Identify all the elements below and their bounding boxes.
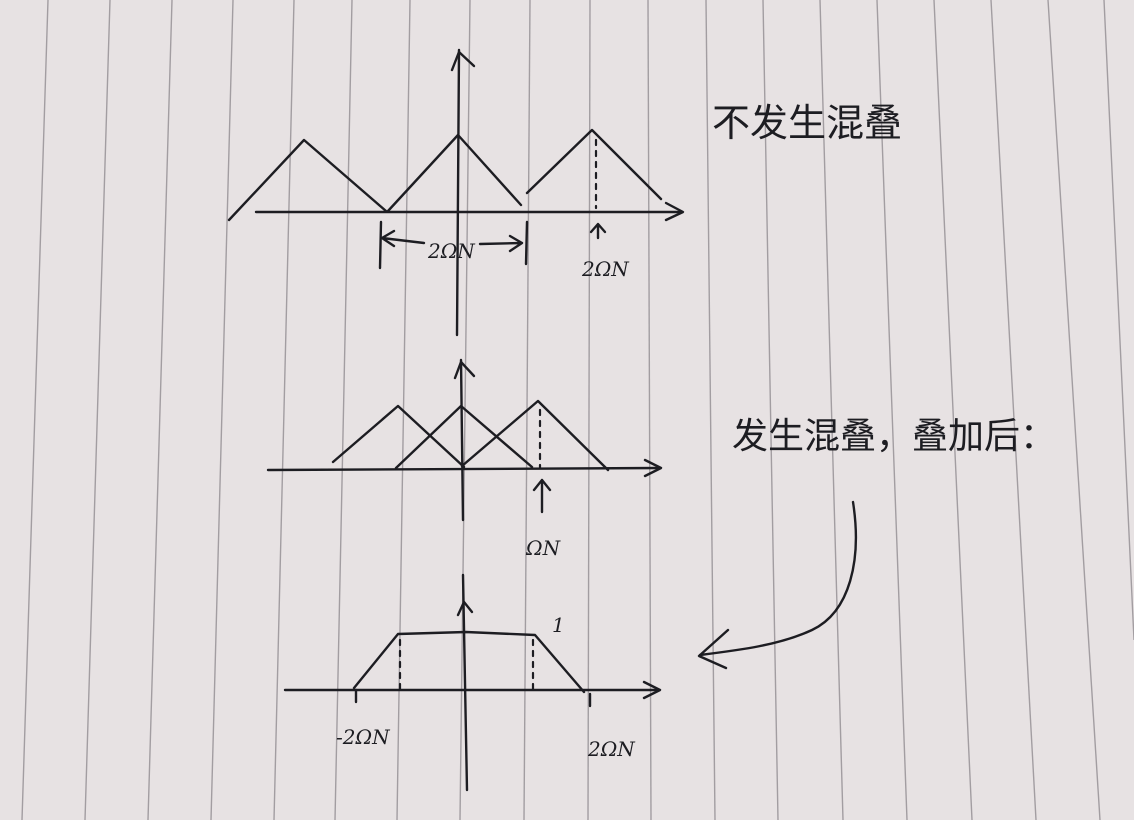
main-y-axis (450, 48, 476, 792)
x-axis-arrow (643, 458, 663, 478)
y-axis-middle (459, 358, 465, 522)
diagram-no-aliasing: 2ΩN 2ΩN (227, 128, 685, 281)
rule-line (587, 0, 591, 820)
rule-line (933, 0, 973, 820)
curved-arrow-head (697, 628, 730, 670)
rule-line (876, 0, 908, 820)
spectrum-copy-center (386, 133, 523, 213)
x-axis-arrow (642, 680, 662, 700)
rule-line (147, 0, 173, 820)
right-edge-label: 2ΩN (587, 737, 636, 761)
x-axis (266, 466, 662, 472)
note-aliasing-after-sum: 发生混叠，叠加后： (732, 416, 1056, 457)
width-label: 2ΩN (427, 239, 476, 263)
y-axis-arrow-top (450, 50, 476, 72)
marker-label: 2ΩN (581, 257, 630, 281)
width-arrow-left (380, 229, 426, 248)
y-axis-arrow-bottom (456, 600, 474, 617)
rule-line (990, 0, 1037, 820)
x-axis-arrow (664, 201, 685, 222)
rule-line (647, 0, 652, 820)
rule-line (1103, 0, 1134, 641)
diagram-summed: 1 -2ΩN 2ΩN (283, 613, 662, 761)
rule-line (84, 0, 111, 820)
trapezoid-spectrum (352, 630, 586, 694)
tick-left (378, 220, 383, 270)
spectrum-copy-right (525, 128, 663, 201)
rule-line (1047, 0, 1101, 820)
peak-label: 1 (552, 613, 565, 637)
tick-right (524, 220, 529, 266)
marker-label: ΩN (525, 536, 562, 560)
diagram-aliasing: ΩN (266, 399, 663, 560)
rule-line (21, 0, 49, 820)
curved-arrow (698, 500, 858, 657)
spectrum-copy-left (227, 138, 388, 222)
rule-line (210, 0, 234, 820)
marker-arrow (589, 222, 607, 240)
marker-arrow (532, 478, 552, 514)
y-axis-arrow-middle (453, 360, 476, 380)
y-axis-bottom (461, 573, 469, 792)
width-arrow-right (478, 234, 524, 253)
rule-line (819, 0, 844, 820)
spectrum-copy-left (331, 404, 466, 469)
spectrum-copy-center (394, 404, 534, 470)
ruled-lines (21, 0, 1134, 820)
rule-line (273, 0, 295, 820)
spectrum-copy-right (460, 399, 610, 472)
left-edge-label: -2ΩN (336, 725, 391, 749)
rule-line (762, 0, 779, 820)
rule-line (334, 0, 353, 820)
rule-line (705, 0, 716, 820)
note-no-aliasing: 不发生混叠 (712, 101, 902, 145)
y-axis-top (455, 48, 461, 337)
